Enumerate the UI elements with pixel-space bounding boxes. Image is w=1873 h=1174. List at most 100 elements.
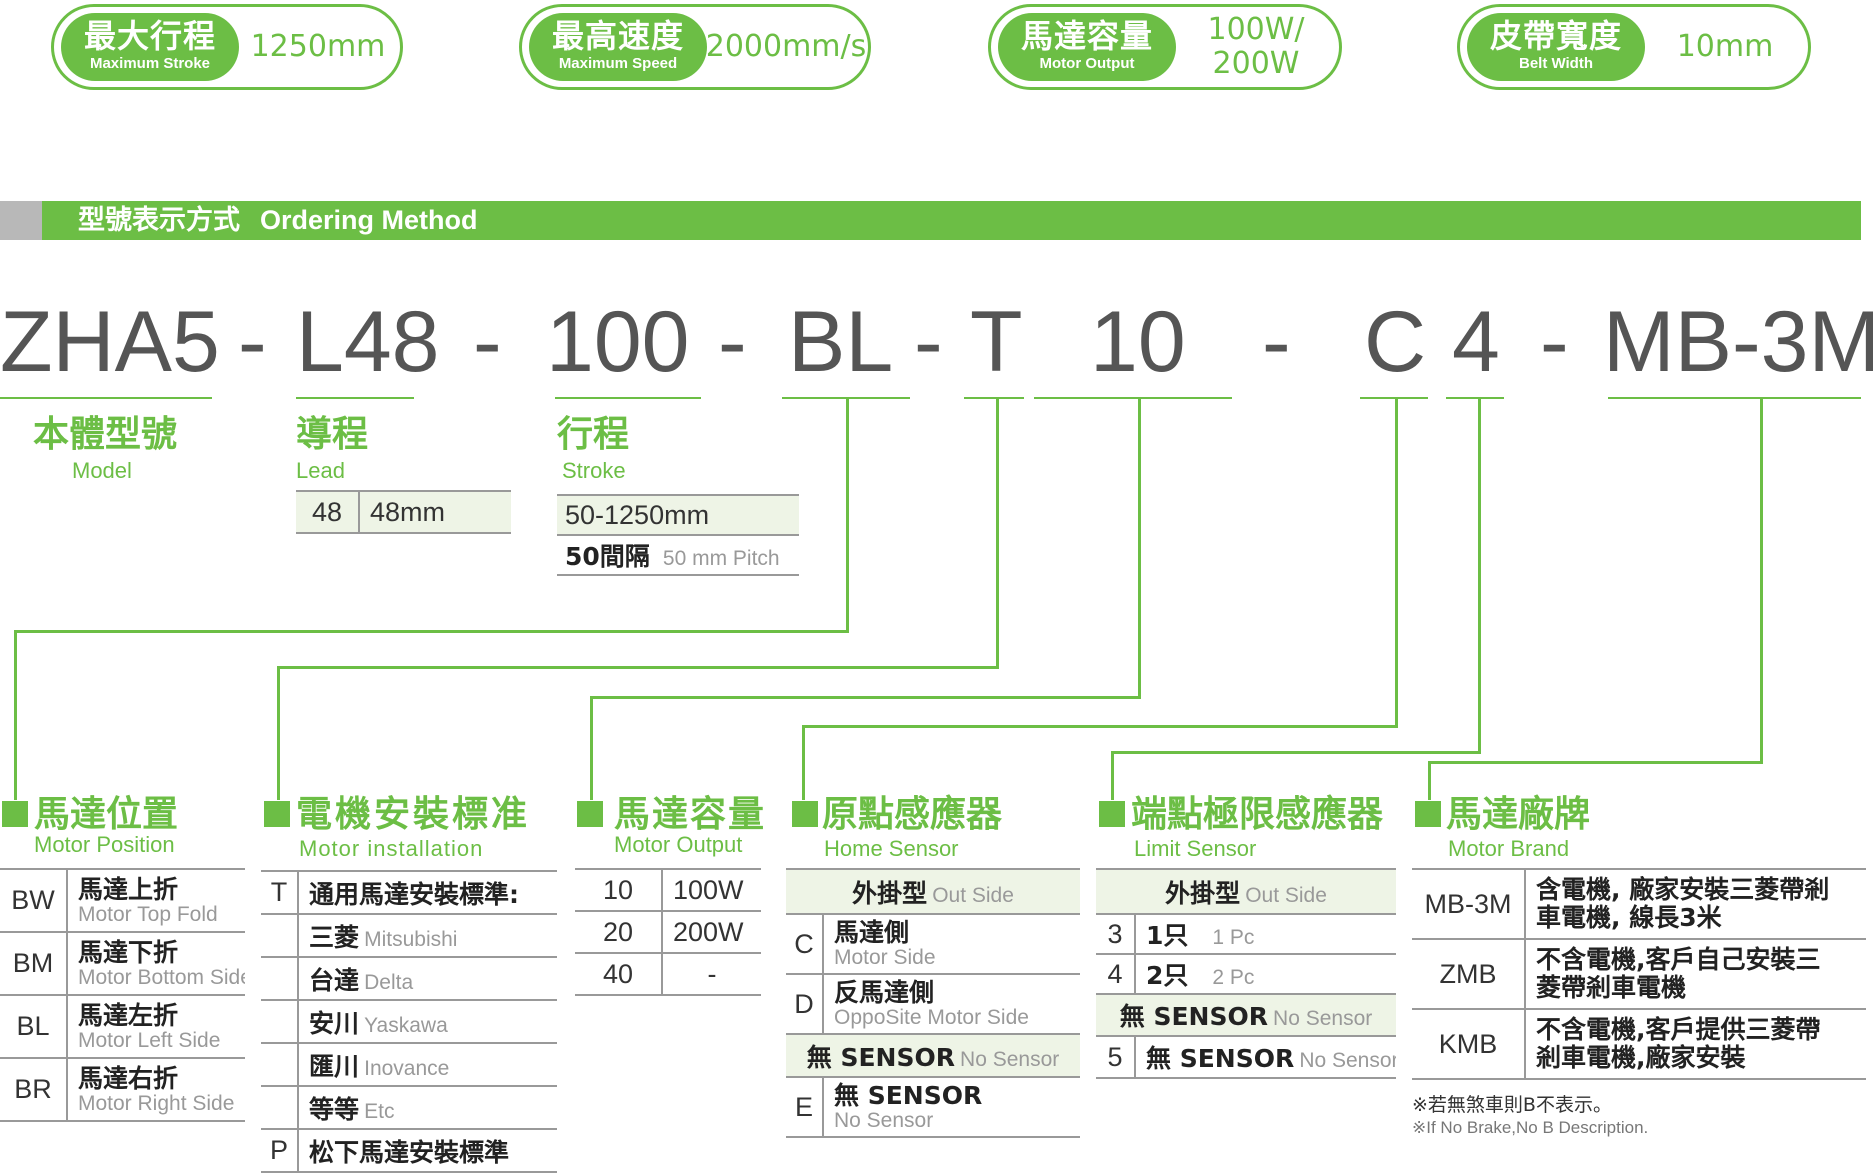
connector-line [1428,761,1431,800]
code-underline [782,397,910,399]
code-model: ZHA5 [0,294,220,390]
code-underline [0,397,212,399]
table-row: 無 SENSOR No Sensor [1096,995,1396,1037]
lead-table: 48 48mm [296,490,511,534]
table-row: P 松下馬達安裝標準 [261,1130,557,1173]
table-row: 等等 Etc [261,1087,557,1130]
connector-line [14,630,17,800]
spec-value: 100W/ 200W [1207,12,1305,81]
home-sensor-subtitle: Home Sensor [824,836,959,861]
row-code: 48 [296,492,360,532]
brake-note-en: ※If No Brake,No B Description. [1412,1118,1649,1137]
table-row: 台達 Delta [261,958,557,1001]
motor-brand-title: 馬達廠牌 [1446,794,1591,835]
stroke-subtitle: Stroke [562,458,626,483]
motor-position-subtitle: Motor Position [34,832,175,857]
stroke-pitch: 50間隔 50 mm Pitch [565,542,780,571]
table-row: 5 無 SENSOR No Sensor [1096,1037,1396,1079]
green-square-icon [1415,801,1441,827]
connector-line [277,666,280,800]
connector-line [590,696,1141,699]
motor-brand-subtitle: Motor Brand [1448,836,1570,861]
table-row: 匯川 Inovance [261,1044,557,1087]
code-dash: - [914,294,943,390]
table-row: 50間隔 50 mm Pitch [557,536,799,576]
section-bar-accent [0,201,42,240]
code-underline [296,397,414,399]
code-underline [1446,397,1504,399]
stroke-title: 行程 [557,414,630,455]
motor-installation-subtitle: Motor installation [299,836,484,861]
table-row: MB-3M 含電機, 廠家安裝三菱帶剎車電機, 線長3米 [1412,870,1866,940]
limit-sensor-title: 端點極限感應器 [1131,794,1384,835]
connector-line [802,725,1398,728]
connector-line [1111,751,1114,800]
code-motor-output: 10 [1090,294,1186,390]
motor-position-title: 馬達位置 [34,794,179,835]
connector-line [802,725,805,800]
table-row: 50-1250mm [557,496,799,536]
connector-line [996,399,999,669]
spec-label: 最大行程 Maximum Stroke [61,13,239,81]
code-underline [1034,397,1232,399]
spec-pill-motor-output: 馬達容量 Motor Output 100W/ 200W [988,4,1342,90]
spec-pill-belt-width: 皮帶寬度 Belt Width 10mm [1457,4,1811,90]
spec-label: 最高速度 Maximum Speed [529,13,707,81]
brake-note-zh: ※若無煞車則B不表示。 [1412,1094,1612,1116]
code-dash: - [238,294,267,390]
code-underline [1608,397,1861,399]
connector-line [1428,761,1763,764]
table-row: 外掛型 Out Side [786,870,1080,915]
table-row: ZMB 不含電機,客戶自己安裝三菱帶剎車電機 [1412,940,1866,1010]
table-row: 40 - [575,954,761,996]
code-motor-brand: MB-3M [1603,294,1873,390]
limit-sensor-subtitle: Limit Sensor [1134,836,1257,861]
green-square-icon [264,801,290,827]
table-row: T 通用馬達安裝標準: [261,872,557,915]
table-row: 安川 Yaskawa [261,1001,557,1044]
connector-line [1111,751,1481,754]
motor-output-subtitle: Motor Output [614,832,743,857]
code-underline [555,397,701,399]
connector-line [846,399,849,632]
model-title: 本體型號 [33,414,178,455]
spec-value: 1250mm [250,29,386,64]
motor-output-title: 馬達容量 [614,794,767,835]
connector-line [590,696,593,800]
code-dash: - [1262,294,1291,390]
table-row: 48 48mm [296,492,511,534]
connector-line [277,666,999,669]
motor-installation-table: T 通用馬達安裝標準: 三菱 Mitsubishi 台達 Delta 安川 Ya… [261,870,557,1173]
lead-title: 導程 [296,414,369,455]
spec-value: 2000mm/s [705,29,867,64]
model-subtitle: Model [72,458,132,483]
table-row: 20 200W [575,912,761,954]
stroke-table: 50-1250mm 50間隔 50 mm Pitch [557,494,799,576]
code-motor-installation: T [970,294,1023,390]
spec-pill-max-stroke: 最大行程 Maximum Stroke 1250mm [51,4,403,90]
spec-label: 皮帶寬度 Belt Width [1467,13,1645,81]
green-square-icon [1099,801,1125,827]
spec-value: 10mm [1676,29,1774,64]
table-row: 外掛型 Out Side [1096,870,1396,915]
green-square-icon [2,801,28,827]
code-home-sensor: C [1364,294,1427,390]
code-underline [964,397,1024,399]
code-motor-position: BL [788,294,894,390]
spec-pill-max-speed: 最高速度 Maximum Speed 2000mm/s [519,4,871,90]
row-value: 48mm [370,496,446,527]
home-sensor-title: 原點感應器 [822,794,1003,835]
green-square-icon [577,801,603,827]
connector-line [1760,399,1763,764]
